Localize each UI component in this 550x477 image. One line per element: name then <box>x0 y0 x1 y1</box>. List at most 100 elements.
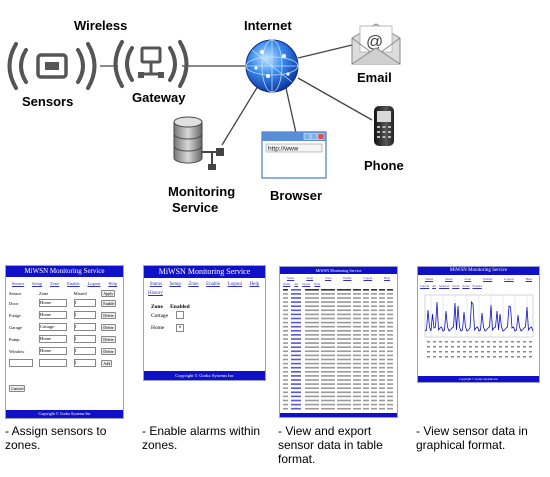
graph-tick-label <box>481 351 484 353</box>
table-cell <box>283 407 288 410</box>
table-cell <box>337 305 351 307</box>
graph-tick-label <box>481 341 484 343</box>
browser-label: Browser <box>270 188 323 203</box>
nav-link[interactable]: Status <box>149 282 162 287</box>
nav-link[interactable]: Zone <box>50 281 60 286</box>
table-cell <box>305 305 319 307</box>
nav-link[interactable]: Zone <box>325 276 332 280</box>
table-row: Home × <box>150 322 191 334</box>
row-action-button[interactable]: Enable <box>101 299 117 307</box>
graph-tick-label <box>493 356 496 358</box>
apply-button[interactable]: Apply <box>101 290 116 297</box>
subnav-link[interactable]: Sensor <box>302 282 311 286</box>
nav-link[interactable]: Logout <box>227 282 242 287</box>
subnav-link[interactable]: Status <box>283 282 291 286</box>
subnav-link[interactable]: Scroll <box>452 284 460 288</box>
table-cell <box>371 403 377 406</box>
nav-link[interactable]: Zone <box>188 282 199 287</box>
screen-title: MiWSN Monitoring Service <box>280 267 397 274</box>
subnav-link[interactable]: Selected <box>439 284 450 288</box>
zone-field[interactable]: Cottage <box>38 323 67 331</box>
table-cell <box>379 354 385 357</box>
table-cell <box>387 387 393 389</box>
enable-checkbox[interactable] <box>175 311 184 319</box>
missed-field[interactable]: 1 <box>73 347 96 355</box>
table-cell <box>387 379 393 381</box>
nav-link[interactable]: Setup <box>169 282 181 287</box>
nav-link[interactable]: Logout <box>363 276 373 280</box>
row-action-button[interactable]: Delete <box>101 311 116 319</box>
nav-link[interactable]: Setup <box>444 277 453 281</box>
nav-link[interactable]: Logout <box>504 277 514 281</box>
subnav-link[interactable]: Current <box>420 284 430 288</box>
table-cell <box>321 399 335 402</box>
row-action-button[interactable]: Delete <box>101 323 116 331</box>
table-cell <box>353 297 361 299</box>
zone-field[interactable]: Home <box>38 311 67 319</box>
add-button[interactable]: Add <box>101 359 113 367</box>
nav-link[interactable]: Help <box>384 276 390 280</box>
table-cell <box>371 338 377 340</box>
nav-link[interactable]: Setup <box>306 276 314 280</box>
nav-link[interactable]: Status <box>424 277 434 281</box>
subnav-link[interactable]: Zoom <box>462 284 470 288</box>
table-cell <box>353 305 361 307</box>
graph-tick-label <box>433 351 436 353</box>
table-cell <box>353 313 361 316</box>
table-cell <box>291 317 301 320</box>
table-cell <box>283 366 288 369</box>
table-cell <box>283 313 288 316</box>
subnav-link[interactable]: All <box>432 284 437 288</box>
table-cell <box>283 387 288 389</box>
missed-field[interactable]: 1 <box>73 359 96 367</box>
subnav-link[interactable]: All <box>294 282 299 286</box>
enable-checkbox-checked[interactable]: × <box>175 324 184 332</box>
table-cell <box>321 379 335 381</box>
zone-field[interactable]: Home <box>38 299 67 307</box>
cancel-button[interactable]: Cancel <box>9 385 26 392</box>
nav-link[interactable]: Setup <box>31 281 43 286</box>
table-cell <box>291 371 301 373</box>
network-diagram: @ http://www <box>7 23 401 179</box>
missed-field[interactable]: 1 <box>73 311 96 319</box>
nav-link[interactable]: Enable <box>206 282 221 287</box>
missed-field[interactable]: 1 <box>73 323 96 331</box>
table-cell <box>387 362 393 365</box>
zone-field[interactable]: Home <box>38 347 67 355</box>
nav-link[interactable]: Sensor <box>11 281 25 286</box>
nav-link[interactable]: Help <box>108 281 118 286</box>
table-cell <box>379 407 385 410</box>
table-cell <box>379 305 385 307</box>
graph-tick-label <box>487 351 490 353</box>
table-cell <box>387 354 393 357</box>
table-cell <box>291 346 301 348</box>
table-cell <box>337 342 351 344</box>
nav-link[interactable]: Enable <box>343 276 352 280</box>
row-action-button[interactable]: Delete <box>101 347 116 355</box>
history-link[interactable]: History <box>148 291 163 296</box>
nav-link[interactable]: Enable <box>67 281 80 286</box>
missed-field[interactable]: 1 <box>73 299 96 307</box>
zone-field[interactable] <box>38 358 67 367</box>
graph-tick-label <box>475 356 478 358</box>
table-cell <box>363 321 369 324</box>
nav-link[interactable]: Logout <box>87 281 101 286</box>
nav-link[interactable]: Zone <box>464 277 472 281</box>
table-cell <box>379 362 385 365</box>
table-cell <box>305 289 319 291</box>
table-cell <box>371 362 377 365</box>
subnav-link[interactable]: Expand <box>472 284 482 288</box>
table-cell <box>363 297 369 299</box>
subnav-link[interactable]: Help <box>314 282 321 286</box>
table-cell <box>353 317 361 320</box>
new-sensor-field[interactable] <box>9 358 33 367</box>
nav-link[interactable]: Status <box>286 276 295 280</box>
row-action-button[interactable]: Delete <box>101 335 116 343</box>
zone-field[interactable]: Home <box>38 335 67 343</box>
table-cell <box>305 325 319 328</box>
nav-link[interactable]: Enable <box>483 277 493 281</box>
missed-field[interactable]: 1 <box>73 335 96 343</box>
nav-link[interactable]: Help <box>525 277 533 281</box>
nav-link[interactable]: Help <box>249 282 260 287</box>
table-cell <box>387 293 393 295</box>
